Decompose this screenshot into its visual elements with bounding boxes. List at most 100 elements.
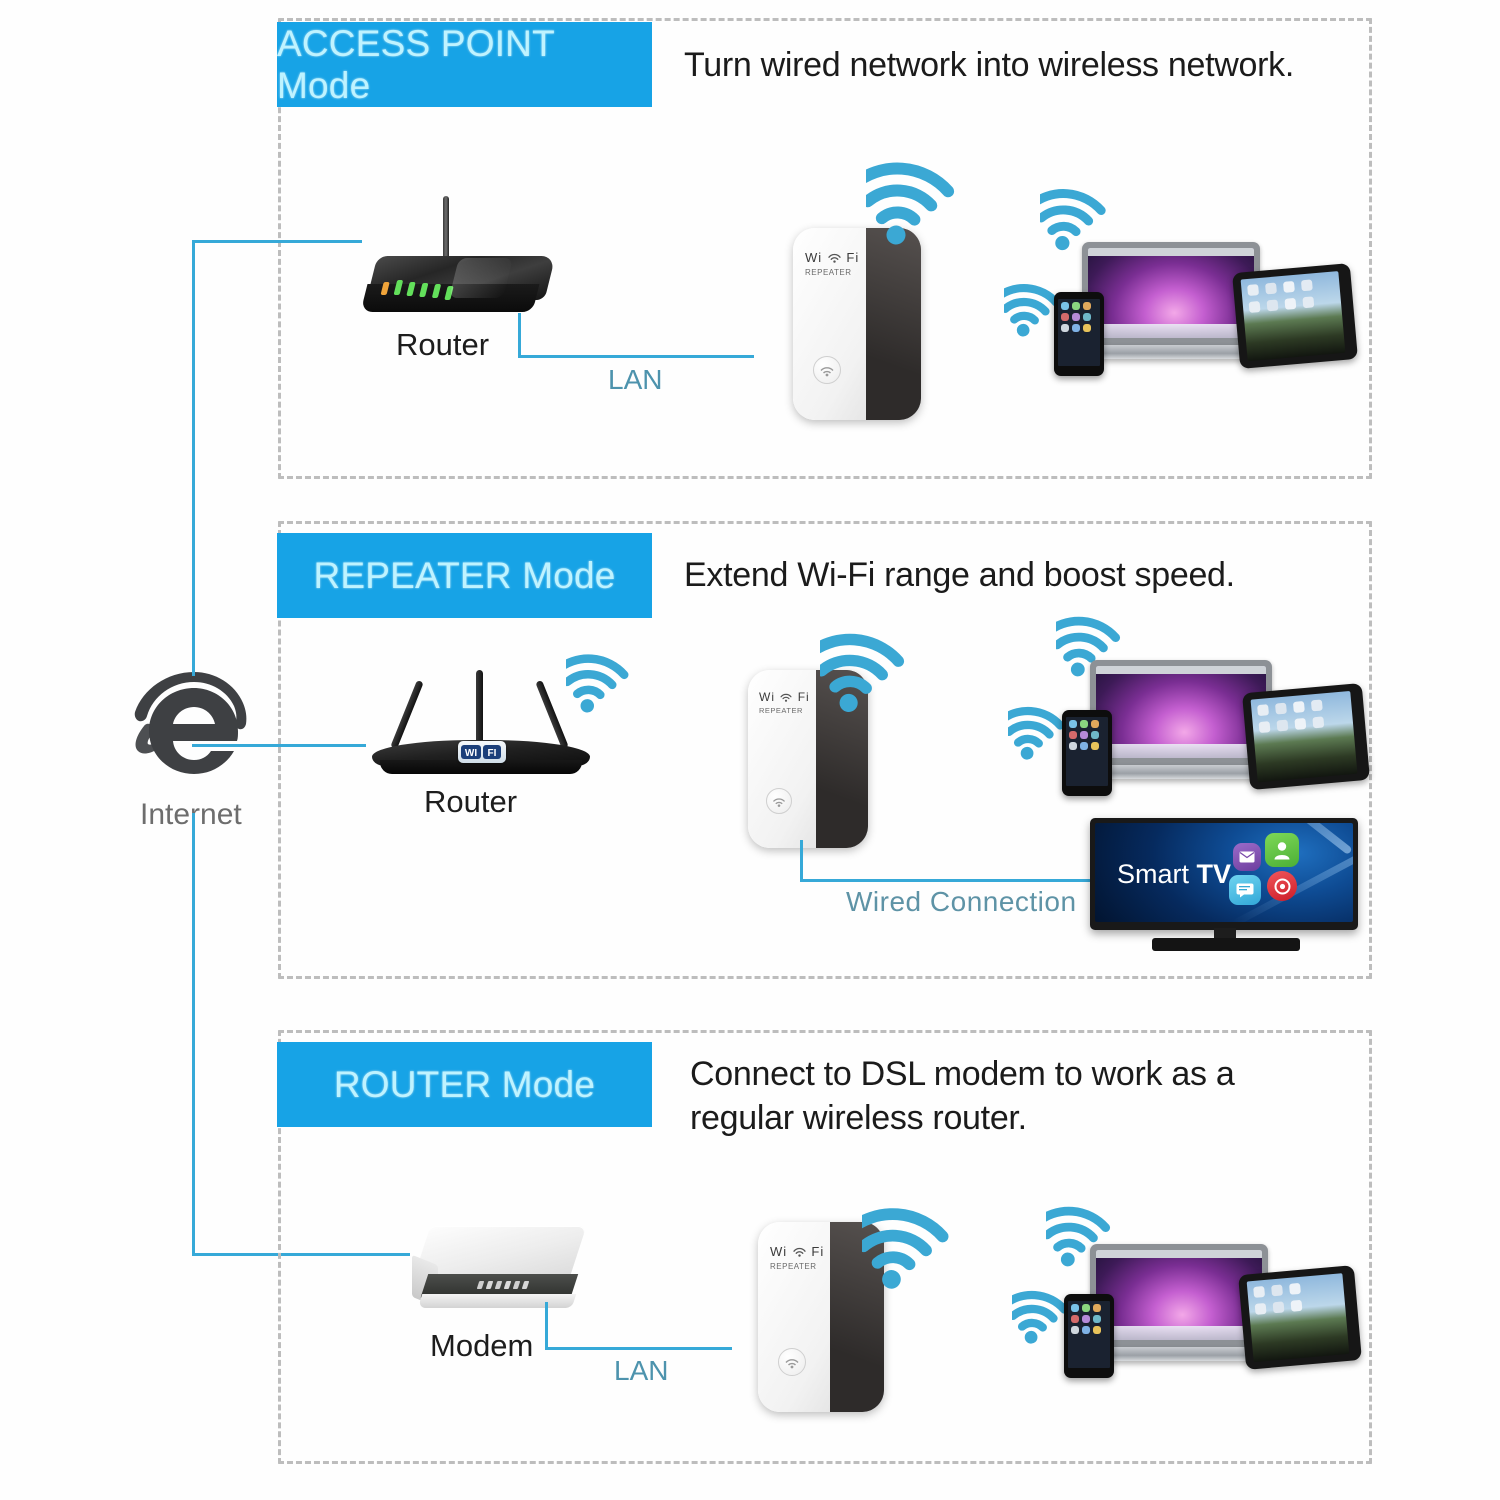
repeater-brand-wifi-arc-icon bbox=[793, 1247, 806, 1257]
phone-app-icon bbox=[1061, 313, 1069, 321]
tablet-app-icon bbox=[1292, 701, 1305, 713]
router-caption-repeater: Router bbox=[424, 784, 518, 819]
phone-app-icon bbox=[1080, 731, 1088, 739]
tablet-app-icon bbox=[1258, 721, 1271, 734]
mode-description-router-line2: regular wireless router. bbox=[690, 1099, 1027, 1137]
modem-top-face bbox=[413, 1226, 587, 1278]
wps-icon bbox=[820, 367, 834, 377]
tablet-app-icon bbox=[1248, 301, 1261, 313]
phone-app-icon bbox=[1061, 324, 1069, 332]
tablet-app-icon bbox=[1294, 717, 1307, 730]
modem-front-lip bbox=[417, 1294, 577, 1308]
modem-caption: Modem bbox=[430, 1328, 534, 1363]
router-antenna-icon bbox=[443, 196, 449, 274]
connector-wired-horizontal bbox=[800, 879, 1090, 882]
wifi-wave-laptop-router-icon bbox=[1046, 1206, 1111, 1267]
phone-app-icon bbox=[1091, 720, 1099, 728]
smartphone-device bbox=[1054, 292, 1104, 376]
laptop-dock bbox=[1088, 324, 1254, 338]
connector-wired-vertical bbox=[800, 840, 803, 882]
repeater-brand-wi: Wi bbox=[770, 1244, 788, 1259]
repeater-brand-fi: Fi bbox=[846, 250, 860, 265]
phone-app-icon bbox=[1072, 324, 1080, 332]
internet-node: Internet bbox=[128, 650, 260, 840]
smart-tv-target-icon bbox=[1267, 871, 1297, 901]
smart-tv-word-tv: TV bbox=[1196, 859, 1232, 889]
tablet-app-icon bbox=[1272, 1301, 1285, 1314]
device-cluster-repeater bbox=[1048, 648, 1370, 796]
connector-internet-to-router-top bbox=[192, 240, 362, 243]
laptop-menu-bar bbox=[1096, 1250, 1262, 1258]
repeater-dark-face bbox=[829, 1222, 884, 1412]
tablet-app-icon bbox=[1290, 1299, 1303, 1312]
link-label-lan-router: LAN bbox=[614, 1355, 669, 1386]
tablet-app-icon bbox=[1310, 699, 1323, 712]
repeater-sub-text: REPEATER bbox=[759, 706, 803, 715]
chat-glyph bbox=[1236, 883, 1254, 897]
phone-app-icon bbox=[1072, 313, 1080, 321]
repeater-brand-text: Wi Fi bbox=[805, 250, 859, 265]
svg-text:FI: FI bbox=[488, 748, 497, 759]
person-glyph bbox=[1274, 841, 1290, 859]
repeater-wps-button[interactable] bbox=[813, 356, 841, 384]
router-gloss bbox=[449, 258, 513, 298]
tablet-app-icon bbox=[1276, 719, 1289, 732]
smart-tv-person-icon bbox=[1265, 833, 1299, 867]
mode-tag-access-point: ACCESS POINT Mode bbox=[277, 22, 652, 107]
router-antenna-left-icon bbox=[390, 679, 424, 750]
laptop-device bbox=[1082, 242, 1260, 348]
connector-internet-trunk-lower bbox=[192, 813, 195, 1256]
mode-description-access-point: Turn wired network into wireless network… bbox=[684, 46, 1294, 84]
repeater-brand-fi: Fi bbox=[811, 1244, 825, 1259]
wifi-wave-repeater-ap-icon bbox=[866, 162, 955, 245]
phone-app-icon bbox=[1071, 1304, 1079, 1312]
phone-app-icon bbox=[1069, 731, 1077, 739]
router-led-indicators bbox=[380, 280, 462, 300]
laptop-base bbox=[1078, 1347, 1280, 1361]
mode-tag-router: ROUTER Mode bbox=[277, 1042, 652, 1127]
wifi-wave-repeater-router-icon bbox=[862, 1208, 949, 1289]
smart-tv-word-smart: Smart bbox=[1117, 859, 1197, 889]
mode-description-router: Connect to DSL modem to work as a regula… bbox=[690, 1052, 1360, 1140]
wifi-wave-phone-router-icon bbox=[1012, 1290, 1069, 1344]
tablet-app-icon bbox=[1254, 1302, 1267, 1315]
repeater-brand-wi: Wi bbox=[805, 250, 823, 265]
phone-app-icon bbox=[1082, 1326, 1090, 1334]
laptop-base bbox=[1070, 345, 1272, 359]
repeater-brand-wi: Wi bbox=[759, 690, 775, 704]
phone-app-icon bbox=[1093, 1315, 1101, 1323]
repeater-brand-fi: Fi bbox=[797, 690, 810, 704]
connector-internet-trunk-upper bbox=[192, 240, 195, 676]
repeater-wps-button[interactable] bbox=[766, 788, 792, 814]
tablet-app-icon bbox=[1266, 299, 1279, 312]
laptop-base bbox=[1078, 765, 1284, 779]
connector-lan-horizontal-ap bbox=[518, 355, 754, 358]
mode-label-router: ROUTER Mode bbox=[333, 1063, 596, 1105]
phone-app-icon bbox=[1069, 720, 1077, 728]
tablet-app-icon bbox=[1282, 280, 1295, 293]
repeater-brand-text: Wi Fi bbox=[770, 1244, 824, 1259]
wps-icon bbox=[785, 1359, 799, 1369]
connector-internet-to-modem bbox=[192, 1253, 410, 1256]
wifi-wave-laptop-repeater-icon bbox=[1056, 616, 1121, 677]
phone-app-icon bbox=[1083, 313, 1091, 321]
repeater-wps-button[interactable] bbox=[778, 1348, 806, 1376]
section-frame-repeater bbox=[278, 521, 1372, 979]
tablet-app-icon bbox=[1302, 296, 1315, 309]
device-cluster-access-point bbox=[1040, 230, 1360, 376]
phone-app-icon bbox=[1082, 1304, 1090, 1312]
phone-app-icon bbox=[1093, 1326, 1101, 1334]
tablet-app-icon bbox=[1312, 716, 1325, 729]
smart-tv-chat-icon bbox=[1229, 875, 1261, 905]
smartphone-device bbox=[1062, 710, 1112, 796]
laptop-dock bbox=[1096, 744, 1266, 758]
svg-text:WI: WI bbox=[465, 748, 477, 759]
wifi-repeater-router-mode: Wi Fi REPEATER bbox=[758, 1222, 884, 1412]
device-cluster-router bbox=[1048, 1232, 1362, 1378]
tablet-app-icon bbox=[1300, 279, 1313, 292]
smart-tv-bezel: Smart TV bbox=[1090, 818, 1358, 930]
router-antenna-right-icon bbox=[535, 679, 569, 750]
smart-tv-screen: Smart TV bbox=[1095, 823, 1353, 922]
tablet-app-icon bbox=[1253, 1286, 1266, 1298]
